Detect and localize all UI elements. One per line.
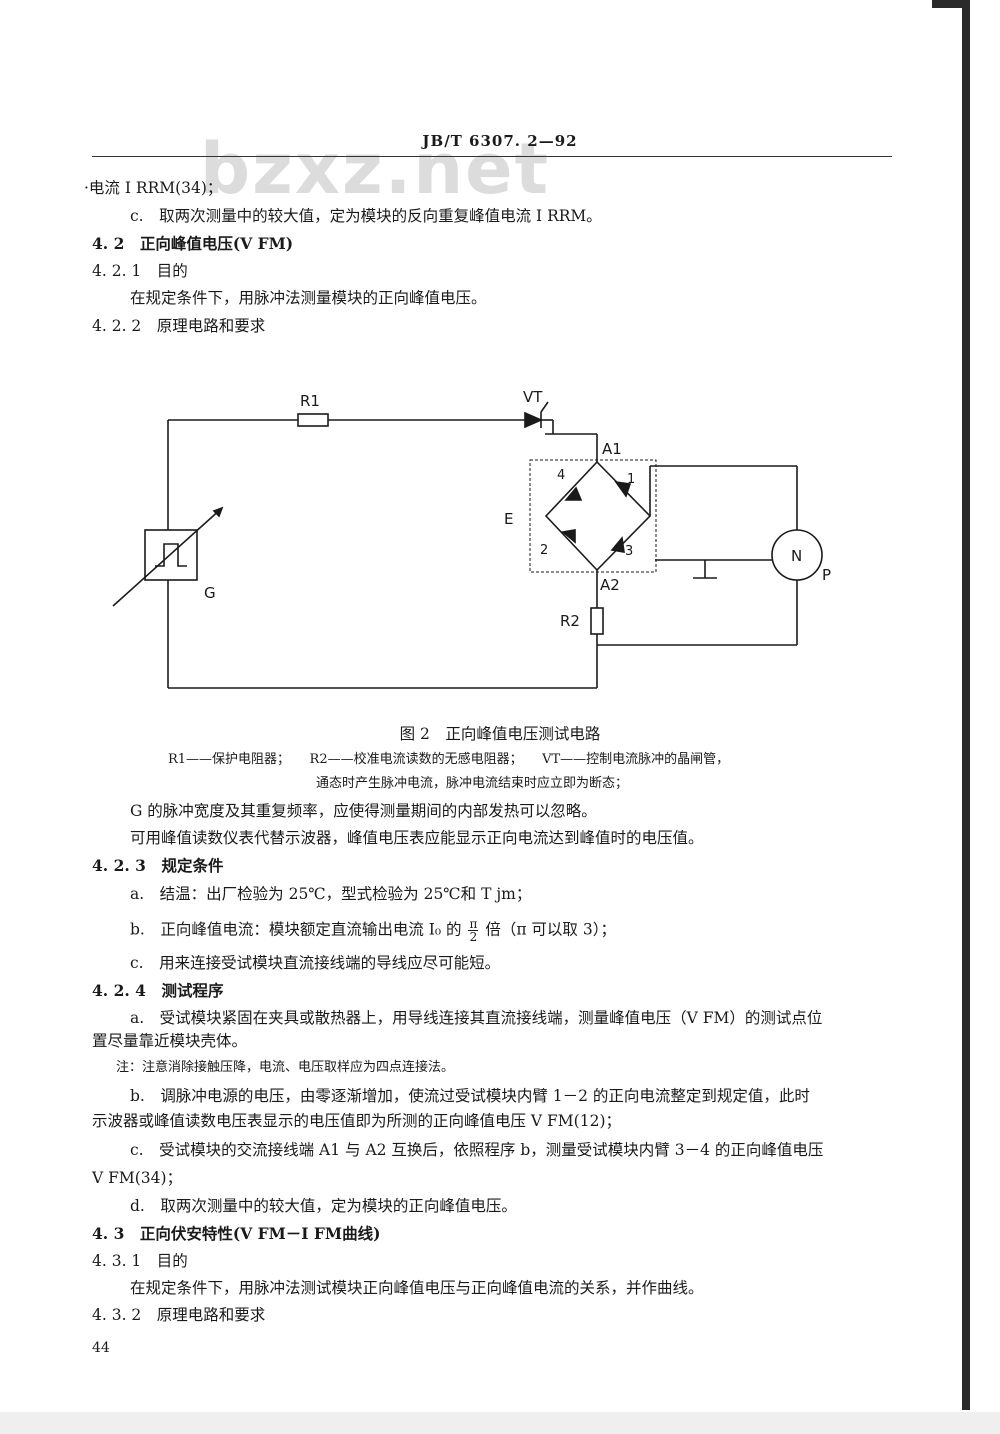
body-pulse-width: G 的脉冲宽度及其重复频率，应使得测量期间的内部发热可以忽略。 xyxy=(130,802,597,820)
procedure-a-line2: 置尽量靠近模块壳体。 xyxy=(92,1032,248,1050)
procedure-note: 注：注意消除接触压降，电流、电压取样应为四点连接法。 xyxy=(116,1060,455,1075)
label-diode-2: 2 xyxy=(540,543,548,558)
section-4-2-4-title: 4. 2. 4 测试程序 xyxy=(92,981,224,1000)
line-current-irrm34: ·电流 I RRM(34)； xyxy=(84,179,223,197)
scan-edge-cap xyxy=(932,0,970,8)
fraction-denominator: 2 xyxy=(469,930,478,944)
fraction-pi-over-2: π 2 xyxy=(468,917,479,944)
label-n: N xyxy=(791,547,802,565)
section-4-2-1-title: 4. 2. 1 目的 xyxy=(92,262,188,280)
resistor-r2 xyxy=(590,607,604,635)
section-4-2-2-title: 4. 2. 2 原理电路和要求 xyxy=(92,317,266,335)
standard-code: JB/T 6307. 2—92 xyxy=(422,132,578,150)
label-r1: R1 xyxy=(300,392,320,410)
procedure-c-line2: V FM(34)； xyxy=(92,1169,183,1187)
pulse-symbol xyxy=(155,543,187,567)
section-4-3-1-title: 4. 3. 1 目的 xyxy=(92,1252,188,1270)
page-number: 44 xyxy=(92,1340,110,1356)
figure-legend-1: R1——保护电阻器； R2——校准电流读数的无感电阻器； VT——控制电流脉冲的… xyxy=(168,752,730,767)
figure-legend-2: 通态时产生脉冲电流，脉冲电流结束时应立即为断态； xyxy=(316,776,629,791)
generator-g xyxy=(144,529,198,581)
body-peak-meter: 可用峰值读数仪表代替示波器，峰值电压表应能显示正向电流达到峰值时的电压值。 xyxy=(130,829,704,847)
fraction-numerator: π xyxy=(468,917,479,931)
item-c-reverse: c. 取两次测量中的较大值，定为模块的反向重复峰值电流 I RRM。 xyxy=(130,207,602,225)
label-diode-4: 4 xyxy=(557,468,565,483)
diode-1 xyxy=(614,480,632,498)
label-p: P xyxy=(822,566,831,584)
condition-b-post: 倍（π 可以取 3）； xyxy=(485,920,616,939)
figure-caption: 图 2 正向峰值电压测试电路 xyxy=(399,725,601,743)
label-e: E xyxy=(504,510,513,528)
label-diode-3: 3 xyxy=(625,544,633,559)
procedure-c-line1: c. 受试模块的交流接线端 A1 与 A2 互换后，依照程序 b，测量受试模块内… xyxy=(130,1141,824,1159)
section-4-3-title: 4. 3 正向伏安特性(V FM－I FM曲线) xyxy=(92,1224,381,1243)
circuit-diagram: R1 VT A1 E G A2 R2 N P 1 2 3 4 xyxy=(112,388,831,689)
watermark: bzxz.net xyxy=(200,128,551,210)
procedure-b-line2: 示波器或峰值读数电压表显示的电压值即为所测的正向峰值电压 V FM(12)； xyxy=(92,1112,621,1130)
condition-b-pre: b. 正向峰值电流：模块额定直流输出电流 I₀ 的 xyxy=(130,920,462,939)
label-g: G xyxy=(204,584,216,602)
label-a1: A1 xyxy=(602,440,622,458)
scan-bottom-band xyxy=(0,1412,1000,1434)
label-vt: VT xyxy=(523,388,543,406)
diode-3 xyxy=(610,536,625,553)
scan-edge xyxy=(962,0,970,1410)
section-4-3-2-title: 4. 3. 2 原理电路和要求 xyxy=(92,1306,266,1324)
arrow-head xyxy=(212,506,224,518)
resistor-r1 xyxy=(297,413,329,427)
thyristor-gate xyxy=(540,401,549,413)
diode-4 xyxy=(564,486,583,501)
procedure-b-line1: b. 调脉冲电源的电压，由零逐渐增加，使流过受试模块内臂 1－2 的正向电流整定… xyxy=(130,1087,810,1105)
section-4-3-1-text: 在规定条件下，用脉冲法测试模块正向峰值电压与正向峰值电流的关系，并作曲线。 xyxy=(130,1279,704,1297)
condition-b: b. 正向峰值电流：模块额定直流输出电流 I₀ 的 π 2 倍（π 可以取 3）… xyxy=(130,918,616,943)
label-r2: R2 xyxy=(560,612,580,630)
thyristor-vt xyxy=(524,411,543,429)
section-4-2-title: 4. 2 正向峰值电压(V FM) xyxy=(92,234,294,253)
procedure-a-line1: a. 受试模块紧固在夹具或散热器上，用导线连接其直流接线端，测量峰值电压（V F… xyxy=(130,1009,823,1027)
generator-adjust-arrow xyxy=(112,507,223,607)
section-4-2-1-text: 在规定条件下，用脉冲法测量模块的正向峰值电压。 xyxy=(130,289,487,307)
diode-2 xyxy=(561,529,576,544)
header-rule xyxy=(92,156,892,157)
section-4-2-3-title: 4. 2. 3 规定条件 xyxy=(92,856,224,875)
condition-a: a. 结温：出厂检验为 25℃，型式检验为 25℃和 T jm； xyxy=(130,885,532,903)
condition-c: c. 用来连接受试模块直流接线端的导线应尽可能短。 xyxy=(130,954,501,972)
procedure-d: d. 取两次测量中的较大值，定为模块的正向峰值电压。 xyxy=(130,1197,517,1215)
module-box-e xyxy=(529,459,657,573)
label-diode-1: 1 xyxy=(627,472,635,487)
label-a2: A2 xyxy=(600,576,620,594)
